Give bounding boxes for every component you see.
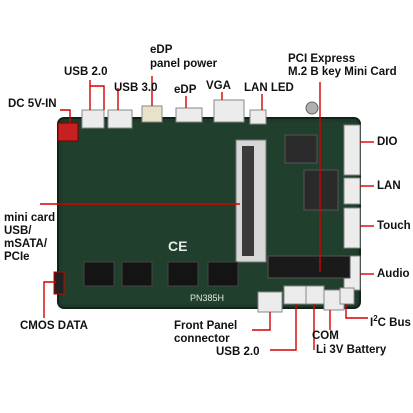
ram-chip-2 bbox=[121, 261, 153, 287]
board-model-text: PN385H bbox=[190, 293, 225, 303]
li-battery-connector bbox=[305, 285, 325, 305]
label-li3v: Li 3V Battery bbox=[316, 344, 387, 356]
leader-cmos bbox=[43, 281, 56, 318]
mount-hole-tr bbox=[305, 101, 319, 115]
label-minicard-2: USB/ bbox=[4, 225, 32, 237]
label-pcie-1: PCI Express bbox=[288, 53, 356, 65]
label-lan-led: LAN LED bbox=[244, 82, 294, 94]
label-dc5v: DC 5V-IN bbox=[8, 98, 57, 110]
label-usb20-top: USB 2.0 bbox=[64, 66, 108, 78]
label-vga: VGA bbox=[206, 80, 231, 92]
chip-small-1 bbox=[284, 134, 318, 164]
dio-connector bbox=[343, 124, 361, 176]
label-lan: LAN bbox=[377, 180, 401, 192]
label-pcie-2: M.2 B key Mini Card bbox=[288, 66, 397, 78]
label-audio: Audio bbox=[377, 268, 410, 280]
leader-lines bbox=[40, 76, 374, 351]
label-i2c-sup: 2 bbox=[373, 314, 378, 323]
label-i2c-post: C Bus bbox=[377, 316, 411, 329]
leader-front-panel bbox=[252, 312, 271, 331]
label-i2c: I2C Bus bbox=[370, 312, 411, 330]
label-usb30: USB 3.0 bbox=[114, 82, 158, 94]
label-minicard-3: mSATA/ bbox=[4, 238, 48, 250]
usb30-connector bbox=[107, 109, 133, 129]
label-dio: DIO bbox=[377, 136, 398, 148]
label-edp: eDP bbox=[174, 84, 197, 96]
cmos-connector bbox=[53, 271, 65, 295]
label-front-panel-1: Front Panel bbox=[174, 320, 238, 332]
cpu-chip bbox=[303, 169, 339, 211]
ram-chip-1 bbox=[83, 261, 115, 287]
vga-connector bbox=[213, 99, 245, 123]
i2c-connector bbox=[339, 287, 355, 305]
front-panel-connector bbox=[257, 291, 283, 313]
ram-chip-3 bbox=[167, 261, 199, 287]
mini-card-slot-inner bbox=[242, 146, 254, 256]
label-edp-power-1: eDP bbox=[150, 44, 173, 56]
edp-power-connector bbox=[141, 105, 163, 123]
label-minicard-1: mini card bbox=[4, 212, 56, 224]
ce-mark: CE bbox=[168, 238, 188, 254]
label-cmos: CMOS DATA bbox=[20, 320, 88, 332]
lan-led-connector bbox=[249, 109, 267, 125]
leader-usb20-bottom bbox=[270, 304, 297, 351]
label-touch: Touch bbox=[377, 220, 411, 232]
usb20-top-connector bbox=[81, 109, 105, 129]
label-edp-power-2: panel power bbox=[150, 58, 218, 70]
dc-in-connector bbox=[57, 122, 79, 142]
label-front-panel-2: connector bbox=[174, 333, 230, 345]
lan-connector bbox=[343, 177, 361, 205]
leader-i2c bbox=[345, 304, 368, 319]
usb20-bottom-connector bbox=[283, 285, 307, 305]
label-com: COM bbox=[312, 330, 339, 342]
leader-dc bbox=[60, 109, 71, 123]
touch-connector bbox=[343, 207, 361, 249]
m2-slot bbox=[267, 255, 351, 279]
label-minicard-4: PCIe bbox=[4, 251, 30, 263]
label-usb20-bottom: USB 2.0 bbox=[216, 346, 260, 358]
label-i2c-pre: I bbox=[370, 316, 374, 329]
leader-usb20-top-b bbox=[90, 85, 105, 110]
ram-chip-4 bbox=[207, 261, 239, 287]
edp-connector bbox=[175, 107, 203, 123]
